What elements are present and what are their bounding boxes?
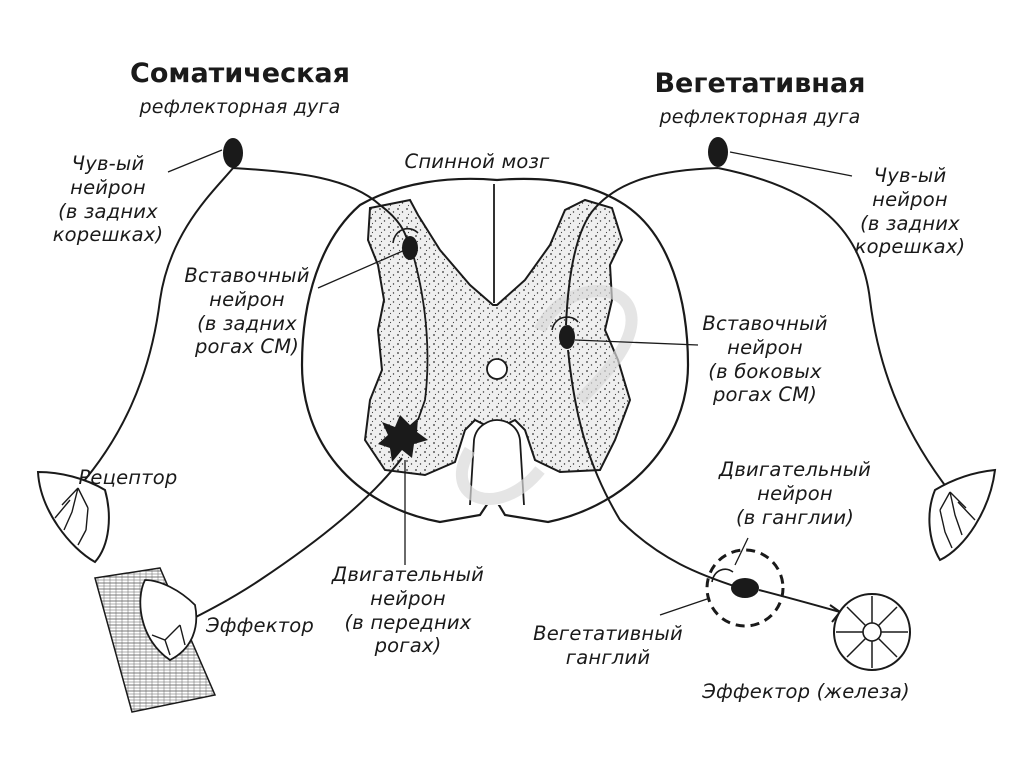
vegetative-arc-subtitle: рефлекторная дуга: [659, 106, 861, 128]
leader-lines: [167, 149, 853, 616]
central-canal: [486, 358, 508, 380]
somatic-interneuron-label: Вставочный нейрон (в задних рогах СМ): [184, 264, 310, 359]
vegetative-sensory-fiber: [565, 167, 951, 493]
effector-left-drawing: [94, 567, 217, 713]
somatic-motor-neuron: [378, 415, 428, 462]
effector-left-label: Эффектор: [205, 614, 314, 637]
motor-neuron-ganglion-label: Двигательный нейрон (в ганглии): [718, 458, 872, 529]
watermark: [456, 285, 638, 505]
somatic-motor-axon: [179, 457, 403, 626]
spinal-cord-label: Спинной мозг: [404, 150, 550, 173]
ganglion-motor-neuron: [731, 578, 759, 598]
receptor-label: Рецептор: [78, 466, 178, 489]
somatic-interneuron: [402, 236, 418, 260]
somatic-interneuron-axon: [413, 257, 429, 421]
vegetative-ganglion-ring: [705, 548, 785, 628]
anterior-fissure: [469, 419, 525, 506]
somatic-arc-subtitle: рефлекторная дуга: [139, 96, 341, 118]
gland-drawing: [833, 593, 911, 671]
vegetative-interneuron: [559, 325, 575, 349]
vegetative-arc-title: Вегетативная: [654, 68, 866, 99]
vegetative-preganglionic-fiber: [567, 349, 741, 589]
somatic-sensory-neuron-body: [223, 138, 243, 168]
receptor-right-drawing: [928, 468, 997, 562]
vegetative-interneuron-label: Вставочный нейрон (в боковых рогах СМ): [702, 312, 828, 407]
motor-neuron-anterior-label: Двигательный нейрон (в передних рогах): [331, 563, 485, 658]
somatic-arc-title: Соматическая: [130, 58, 350, 89]
vegetative-ganglion-label: Вегетативный ганглий: [533, 622, 683, 669]
receptor-left-drawing: [36, 470, 110, 564]
vegetative-sensory-neuron-body: [708, 137, 728, 167]
sensory-neuron-left-label: Чув-ый нейрон (в задних корешках): [52, 152, 164, 247]
grey-matter: [363, 198, 632, 477]
effector-gland-label: Эффектор (железа): [702, 680, 910, 703]
sensory-neuron-right-label: Чув-ый нейрон (в задних корешках): [854, 164, 966, 259]
